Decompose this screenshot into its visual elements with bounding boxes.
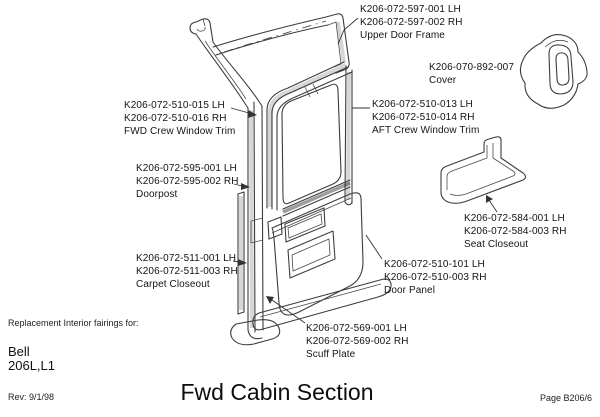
aircraft-make: Bell [8, 344, 30, 359]
page-number: Page B206/6 [539, 393, 592, 403]
part-number-lh: K206-072-510-015 LH [124, 100, 225, 111]
part-number-lh: K206-072-584-001 LH [464, 213, 565, 224]
aft-crew-window-trim-drawing [344, 65, 353, 206]
doorpost-drawing [247, 101, 264, 340]
callout-carpet-closeout: K206-072-511-001 LH K206-072-511-003 RH … [136, 252, 238, 291]
scuff-plate-drawing [252, 278, 392, 331]
part-name: FWD Crew Window Trim [124, 126, 236, 137]
part-name: Seat Closeout [464, 239, 529, 250]
door-panel-drawing [267, 192, 364, 316]
part-number-lh: K206-072-511-001 LH [136, 253, 237, 264]
carpet-closeout-drawing [237, 191, 245, 315]
upper-door-frame-drawing [325, 13, 350, 74]
part-name: Scuff Plate [306, 349, 356, 360]
windshield-post-drawing [189, 18, 264, 331]
part-number-rh: K206-072-569-002 RH [306, 336, 409, 347]
part-number-rh: K206-072-584-003 RH [464, 226, 567, 237]
crew-window-opening-drawing [281, 83, 351, 217]
part-number-lh: K206-072-569-001 LH [306, 323, 407, 334]
part-number-rh: K206-072-510-003 RH [384, 272, 487, 283]
seat-closeout-drawing [440, 136, 527, 204]
callout-scuff-plate: K206-072-569-001 LH K206-072-569-002 RH … [306, 322, 409, 361]
leader-fwd-crew-window-trim [230, 107, 250, 114]
arrowhead-scuff-plate [266, 296, 274, 304]
part-number-lh: K206-072-595-001 LH [136, 163, 237, 174]
part-name: AFT Crew Window Trim [372, 125, 480, 136]
part-number-rh: K206-072-511-003 RH [136, 266, 238, 277]
callout-cover: K206-070-892-007 Cover [429, 61, 514, 87]
part-name: Carpet Closeout [136, 279, 210, 290]
leader-doorpost [233, 183, 243, 187]
part-number: K206-070-892-007 [429, 62, 514, 73]
part-number-lh: K206-072-597-001 LH [360, 4, 461, 15]
arrowhead-seat-closeout [486, 195, 493, 203]
roof-rail-drawing [212, 16, 329, 56]
part-number-rh: K206-072-595-002 RH [136, 176, 239, 187]
part-number-rh: K206-072-597-002 RH [360, 17, 463, 28]
cover-drawing [519, 34, 588, 109]
aircraft-model: 206L,L1 [8, 358, 55, 373]
part-name: Cover [429, 75, 457, 86]
callout-fwd-crew-window-trim: K206-072-510-015 LH K206-072-510-016 RH … [124, 99, 235, 138]
part-number-lh: K206-072-510-101 LH [384, 259, 485, 270]
applicability-note: Replacement Interior fairings for: [8, 318, 139, 328]
arrowhead-doorpost [241, 183, 250, 190]
leader-lines [230, 17, 498, 324]
callout-doorpost: K206-072-595-001 LH K206-072-595-002 RH … [136, 162, 239, 201]
callout-aft-crew-window-trim: K206-072-510-013 LH K206-072-510-014 RH … [372, 98, 479, 137]
callout-upper-door-frame: K206-072-597-001 LH K206-072-597-002 RH … [360, 3, 463, 42]
lower-sill-drawing [230, 319, 281, 346]
callout-seat-closeout: K206-072-584-001 LH K206-072-584-003 RH … [464, 212, 567, 251]
leader-door-panel [365, 234, 383, 260]
leader-scuff-plate [271, 299, 306, 324]
leader-seat-closeout [488, 199, 498, 213]
arrowhead-carpet-closeout [238, 259, 247, 266]
arrowhead-fwd-crew-window-trim [248, 110, 257, 118]
leader-upper-door-frame [337, 17, 359, 45]
part-number-rh: K206-072-510-016 RH [124, 113, 227, 124]
page-title: Fwd Cabin Section [180, 379, 374, 405]
part-name: Upper Door Frame [360, 30, 445, 41]
part-name: Door Panel [384, 285, 436, 296]
revision-date: Rev: 9/1/98 [8, 392, 55, 402]
part-number-rh: K206-072-510-014 RH [372, 112, 475, 123]
callout-door-panel: K206-072-510-101 LH K206-072-510-003 RH … [384, 258, 487, 297]
part-name: Doorpost [136, 189, 178, 200]
part-number-lh: K206-072-510-013 LH [372, 99, 473, 110]
fwd-crew-window-trim-drawing [266, 61, 353, 211]
